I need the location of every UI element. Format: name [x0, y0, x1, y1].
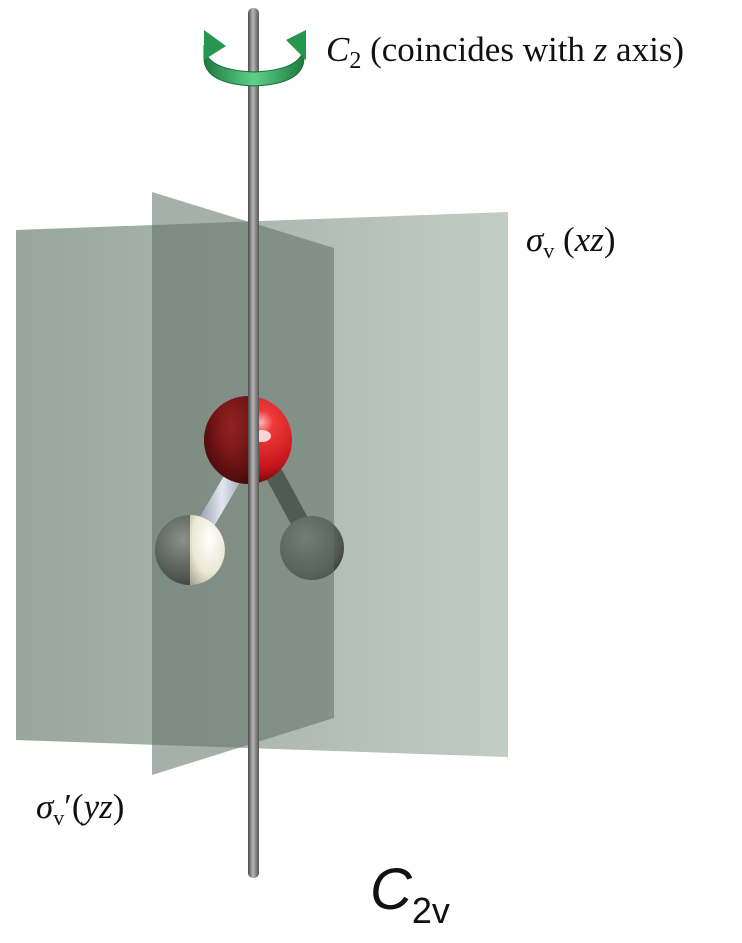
- hydrogen-atom-front: [155, 515, 225, 585]
- c2-axis-label: C2 (coincides with z axis): [326, 30, 684, 81]
- sigma-vp-subscript: v: [53, 805, 65, 830]
- c2-axis-variable: z: [593, 30, 608, 69]
- sigma-vp-open-paren: (: [71, 787, 84, 826]
- sigma-vp-close-paren: ): [112, 787, 125, 826]
- sigma-v-open-paren: (: [554, 220, 575, 259]
- c2-axis-suffix: axis): [607, 30, 685, 69]
- oxygen-atom: [204, 396, 292, 484]
- sigma-v-plane: xz: [574, 220, 604, 259]
- sigma-vp-symbol: σ: [36, 787, 54, 826]
- sigma-vp-plane: yz: [83, 787, 113, 826]
- point-group-label: C2v: [370, 858, 450, 943]
- point-group-symbol: C: [370, 857, 412, 922]
- curved-rotation-arrow-icon: [203, 30, 306, 87]
- c2-axis-rod: [248, 8, 259, 878]
- sigma-vp-prime: ′: [64, 787, 72, 826]
- sigma-v-close-paren: ): [603, 220, 616, 259]
- sigma-v-label: σv (xz): [526, 220, 615, 271]
- c2-subscript: 2: [349, 48, 362, 74]
- sigma-v-subscript: v: [543, 238, 555, 263]
- sigma-v-symbol: σ: [526, 220, 544, 259]
- sigma-v-prime-label: σv′(yz): [36, 787, 124, 838]
- point-group-subscript: 2v: [411, 890, 450, 931]
- c2-symbol: C: [326, 30, 350, 69]
- c2-description: (coincides with: [361, 30, 594, 69]
